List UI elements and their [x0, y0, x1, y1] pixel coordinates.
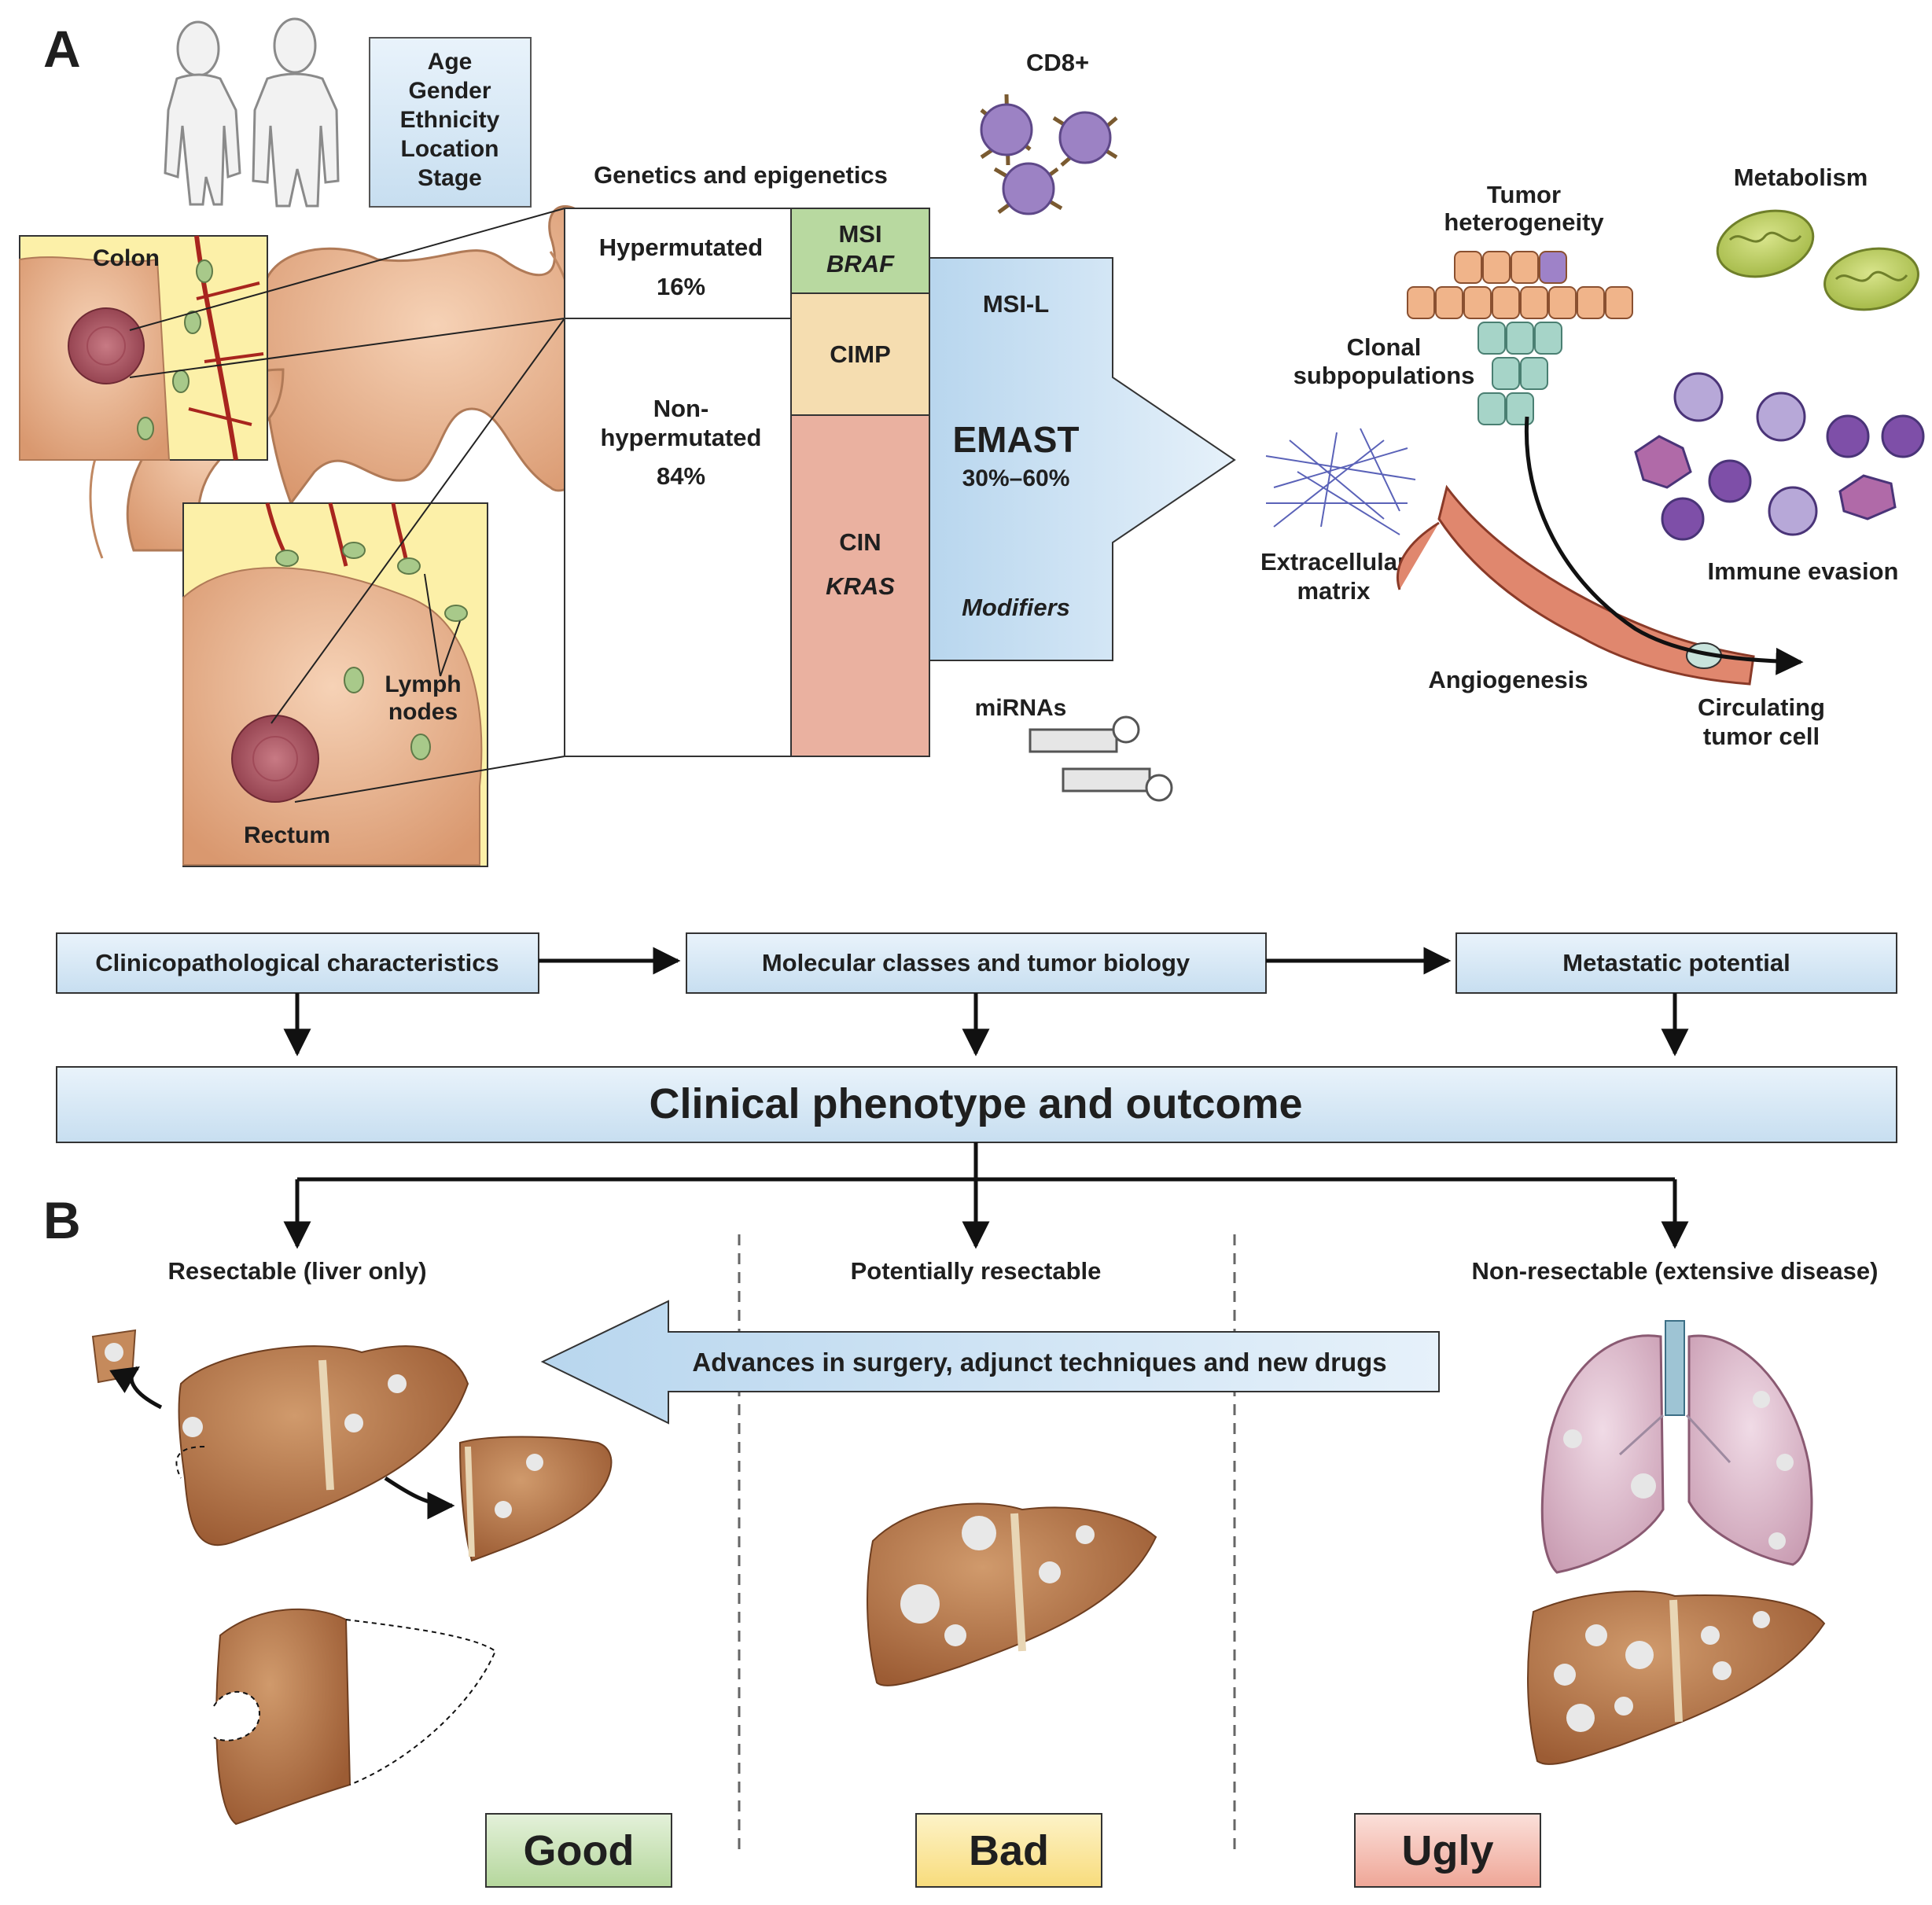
- woman-silhouette-icon: [164, 20, 241, 206]
- remnant-liver-icon: [213, 1608, 497, 1826]
- msil-label: MSI-L: [983, 290, 1049, 318]
- hypermutated-percent: 16%: [657, 273, 705, 300]
- patient-gender: Gender: [408, 78, 491, 104]
- cin-label: CIN: [839, 528, 881, 556]
- angiogenesis-label: Angiogenesis: [1428, 666, 1588, 693]
- modifiers-label: Modifiers: [962, 594, 1070, 621]
- advances-arrow: [540, 1300, 1440, 1425]
- nonhypermutated-label-line2: hypermutated: [601, 424, 762, 451]
- colon-label: Colon: [93, 245, 160, 271]
- extracellular-matrix-line1: Extracellular: [1260, 548, 1407, 576]
- good-badge: [485, 1813, 672, 1888]
- cin-segment: [790, 414, 930, 757]
- circulating-tumor-cell-line2: tumor cell: [1703, 723, 1820, 750]
- msi-segment: [790, 208, 930, 294]
- rectum-label: Rectum: [244, 822, 330, 848]
- emast-percent: 30%–60%: [962, 465, 1070, 491]
- emast-label: EMAST: [953, 419, 1080, 460]
- nonresectable-liver-icon: [1527, 1591, 1826, 1765]
- metastasis-path-arrow: [1524, 416, 1804, 675]
- modifiers-arrow: [929, 257, 1236, 661]
- patient-characteristics-list: Age Gender Ethnicity Location Stage: [400, 49, 500, 191]
- kras-label: KRAS: [826, 572, 895, 600]
- immune-cells-icon: [1634, 372, 1925, 541]
- tumor-heterogeneity-line2: heterogeneity: [1444, 208, 1604, 236]
- clinical-outcome-label: Clinical phenotype and outcome: [649, 1080, 1302, 1127]
- tumor-cell-cluster-icon: [1407, 251, 1633, 425]
- inset-connector-lines: [129, 208, 565, 803]
- clinical-outcome-box: [56, 1066, 1897, 1143]
- circulating-tumor-cell-line1: Circulating: [1698, 693, 1825, 721]
- hypermutated-label: Hypermutated: [599, 234, 763, 261]
- patient-location: Location: [401, 136, 499, 162]
- immune-evasion-label: Immune evasion: [1708, 557, 1899, 585]
- cd8-label: CD8+: [1026, 49, 1089, 76]
- mirna-hairpin-icon: [1029, 715, 1173, 802]
- potentially-resectable-label: Potentially resectable: [851, 1257, 1102, 1285]
- molecular-classes-label: Molecular classes and tumor biology: [762, 949, 1190, 976]
- bad-label: Bad: [969, 1827, 1049, 1874]
- nonhypermutated-label-line1: Non-: [653, 395, 709, 422]
- cimp-label: CIMP: [830, 340, 891, 368]
- molecular-classes-box: [686, 932, 1267, 994]
- outcome-branch-arrows: [283, 1142, 1689, 1249]
- extracellular-matrix-icon: [1265, 428, 1416, 535]
- msi-label: MSI: [838, 220, 881, 248]
- resectable-liver-icon: [91, 1329, 613, 1562]
- man-silhouette-icon: [252, 17, 340, 208]
- cimp-segment: [790, 292, 930, 416]
- metabolism-label: Metabolism: [1734, 164, 1868, 191]
- clinicopathological-label: Clinicopathological characteristics: [95, 949, 499, 976]
- clonal-subpopulations-line2: subpopulations: [1294, 362, 1475, 389]
- colon-tumor-icon: [68, 307, 145, 384]
- ugly-label: Ugly: [1401, 1827, 1493, 1874]
- blood-vessel-icon: [1396, 484, 1755, 686]
- metastatic-lungs-icon: [1540, 1320, 1813, 1574]
- tumor-heterogeneity-line1: Tumor: [1487, 181, 1561, 208]
- bad-badge: [915, 1813, 1102, 1888]
- genetics-title: Genetics and epigenetics: [594, 161, 888, 189]
- braf-label: BRAF: [826, 250, 895, 278]
- mitochondria-icon: [1716, 209, 1919, 311]
- ugly-badge: [1354, 1813, 1541, 1888]
- lymph-nodes-label-line1: Lymph: [385, 671, 461, 697]
- nonhypermutated-percent: 84%: [657, 462, 705, 490]
- patient-stage: Stage: [418, 165, 482, 191]
- metastatic-potential-label: Metastatic potential: [1562, 949, 1790, 976]
- flow-arrows: [283, 947, 1689, 1057]
- potentially-resectable-liver-icon: [867, 1502, 1157, 1686]
- lymph-nodes-label-line2: nodes: [388, 699, 458, 725]
- patient-ethnicity: Ethnicity: [400, 107, 500, 133]
- cd8-tcell-icon: [980, 94, 1118, 215]
- metastatic-potential-box: [1455, 932, 1897, 994]
- panel-label-a: A: [43, 20, 81, 78]
- mirnas-label: miRNAs: [975, 695, 1067, 721]
- rectum-tumor-icon: [231, 715, 319, 803]
- genetics-table: [564, 208, 930, 757]
- clonal-subpopulations-line1: Clonal: [1347, 333, 1422, 361]
- good-label: Good: [524, 1827, 635, 1874]
- advances-label: Advances in surgery, adjunct techniques …: [692, 1348, 1386, 1377]
- extracellular-matrix-line2: matrix: [1297, 577, 1371, 605]
- patient-age: Age: [428, 49, 473, 75]
- clinicopathological-box: [56, 932, 539, 994]
- colon-inset: Colon: [19, 235, 268, 461]
- patient-characteristics-box: [369, 37, 532, 208]
- panel-label-b: B: [43, 1191, 81, 1249]
- resectable-label: Resectable (liver only): [167, 1257, 426, 1285]
- nonresectable-label: Non-resectable (extensive disease): [1472, 1257, 1879, 1285]
- rectum-inset: Lymph nodes Rectum: [182, 502, 488, 867]
